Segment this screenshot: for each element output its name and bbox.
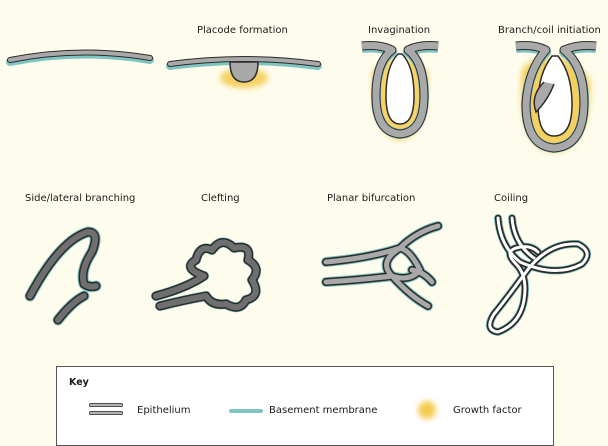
growth-factor-swatch [409,395,445,425]
clefting-shape [156,242,256,307]
invagination-shape [362,46,438,141]
flat-epithelium-shape [10,52,150,62]
coiling-shape [490,218,587,332]
label-coiling: Coiling [494,193,528,204]
basement-membrane-swatch [227,407,267,417]
label-clefting: Clefting [201,193,240,204]
side-branching-shape [30,232,96,320]
label-side-lateral-branching: Side/lateral branching [25,193,135,204]
diagram-stage: Placode formation Invagination Branch/co… [0,0,608,437]
placode-shape [170,59,318,88]
key-growth-factor-label: Growth factor [453,405,522,416]
key-basement-membrane-label: Basement membrane [269,405,377,416]
key-epithelium-label: Epithelium [137,405,191,416]
label-branch-coil-initiation: Branch/coil initiation [498,25,601,36]
key-title: Key [69,377,89,388]
planar-bifurcation-shape [326,226,438,306]
label-placode-formation: Placode formation [197,25,288,36]
epithelium-swatch [87,399,127,419]
branch-initiation-shape [516,46,596,153]
key-box: Key Epithelium Basement membrane Growth … [56,366,554,446]
label-invagination: Invagination [368,25,430,36]
label-planar-bifurcation: Planar bifurcation [327,193,415,204]
